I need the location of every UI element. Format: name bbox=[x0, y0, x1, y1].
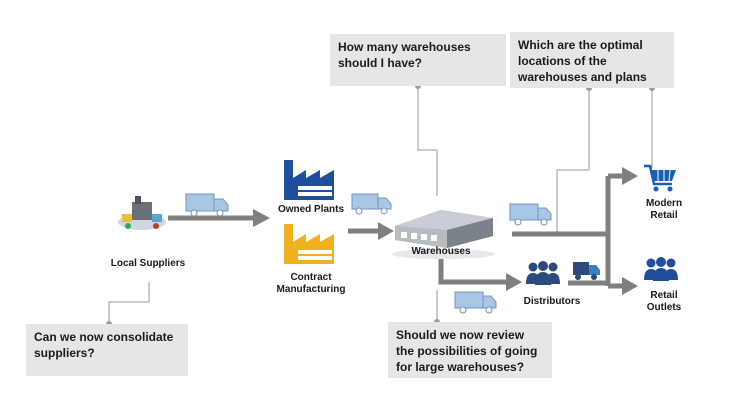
label-retail-outlets: Retail Outlets bbox=[646, 290, 682, 313]
local-suppliers-icon bbox=[118, 196, 166, 230]
label-owned-plants: Owned Plants bbox=[277, 204, 345, 215]
warehouse-icon bbox=[391, 210, 495, 259]
label-contract-manufacturing: Contract Manufacturing bbox=[276, 272, 346, 295]
arrow-head-modern-retail bbox=[622, 167, 638, 185]
question-warehouses-count: How many warehouses should I have? bbox=[330, 34, 506, 86]
label-local-suppliers: Local Suppliers bbox=[110, 258, 186, 269]
arrow-head-plants bbox=[253, 209, 270, 227]
question-optimal-locations: Which are the optimal locations of the w… bbox=[510, 32, 674, 88]
connector-warehouses-question bbox=[417, 86, 438, 196]
connector-locations-question bbox=[556, 88, 590, 236]
label-distributors: Distributors bbox=[523, 296, 581, 307]
question-connectors bbox=[106, 83, 655, 327]
shopping-cart-icon bbox=[644, 164, 676, 192]
question-consolidate-suppliers: Can we now consolidate suppliers? bbox=[26, 324, 188, 376]
arrow-warehouses-to-distributors bbox=[438, 258, 508, 285]
contract-manufacturing-factory-icon bbox=[284, 224, 334, 264]
label-warehouses: Warehouses bbox=[411, 246, 471, 257]
question-large-warehouses: Should we now review the possibilities o… bbox=[388, 322, 552, 378]
connector-suppliers-question bbox=[108, 282, 150, 324]
delivery-truck-icon bbox=[573, 262, 600, 280]
arrow-head-warehouses bbox=[378, 222, 394, 240]
truck-icon bbox=[509, 203, 552, 226]
truck-icon bbox=[454, 291, 497, 314]
owned-plants-factory-icon bbox=[284, 160, 334, 200]
arrow-head-retail-outlets bbox=[622, 277, 638, 295]
distributors-people-icon bbox=[526, 261, 560, 285]
retail-outlets-people-icon bbox=[644, 257, 678, 281]
truck-icon bbox=[351, 193, 392, 215]
arrow-heads bbox=[253, 167, 638, 295]
flow-arrows bbox=[168, 173, 624, 289]
label-modern-retail: Modern Retail bbox=[645, 198, 683, 221]
truck-icon bbox=[185, 193, 229, 217]
arrow-head-distributors bbox=[506, 273, 522, 291]
